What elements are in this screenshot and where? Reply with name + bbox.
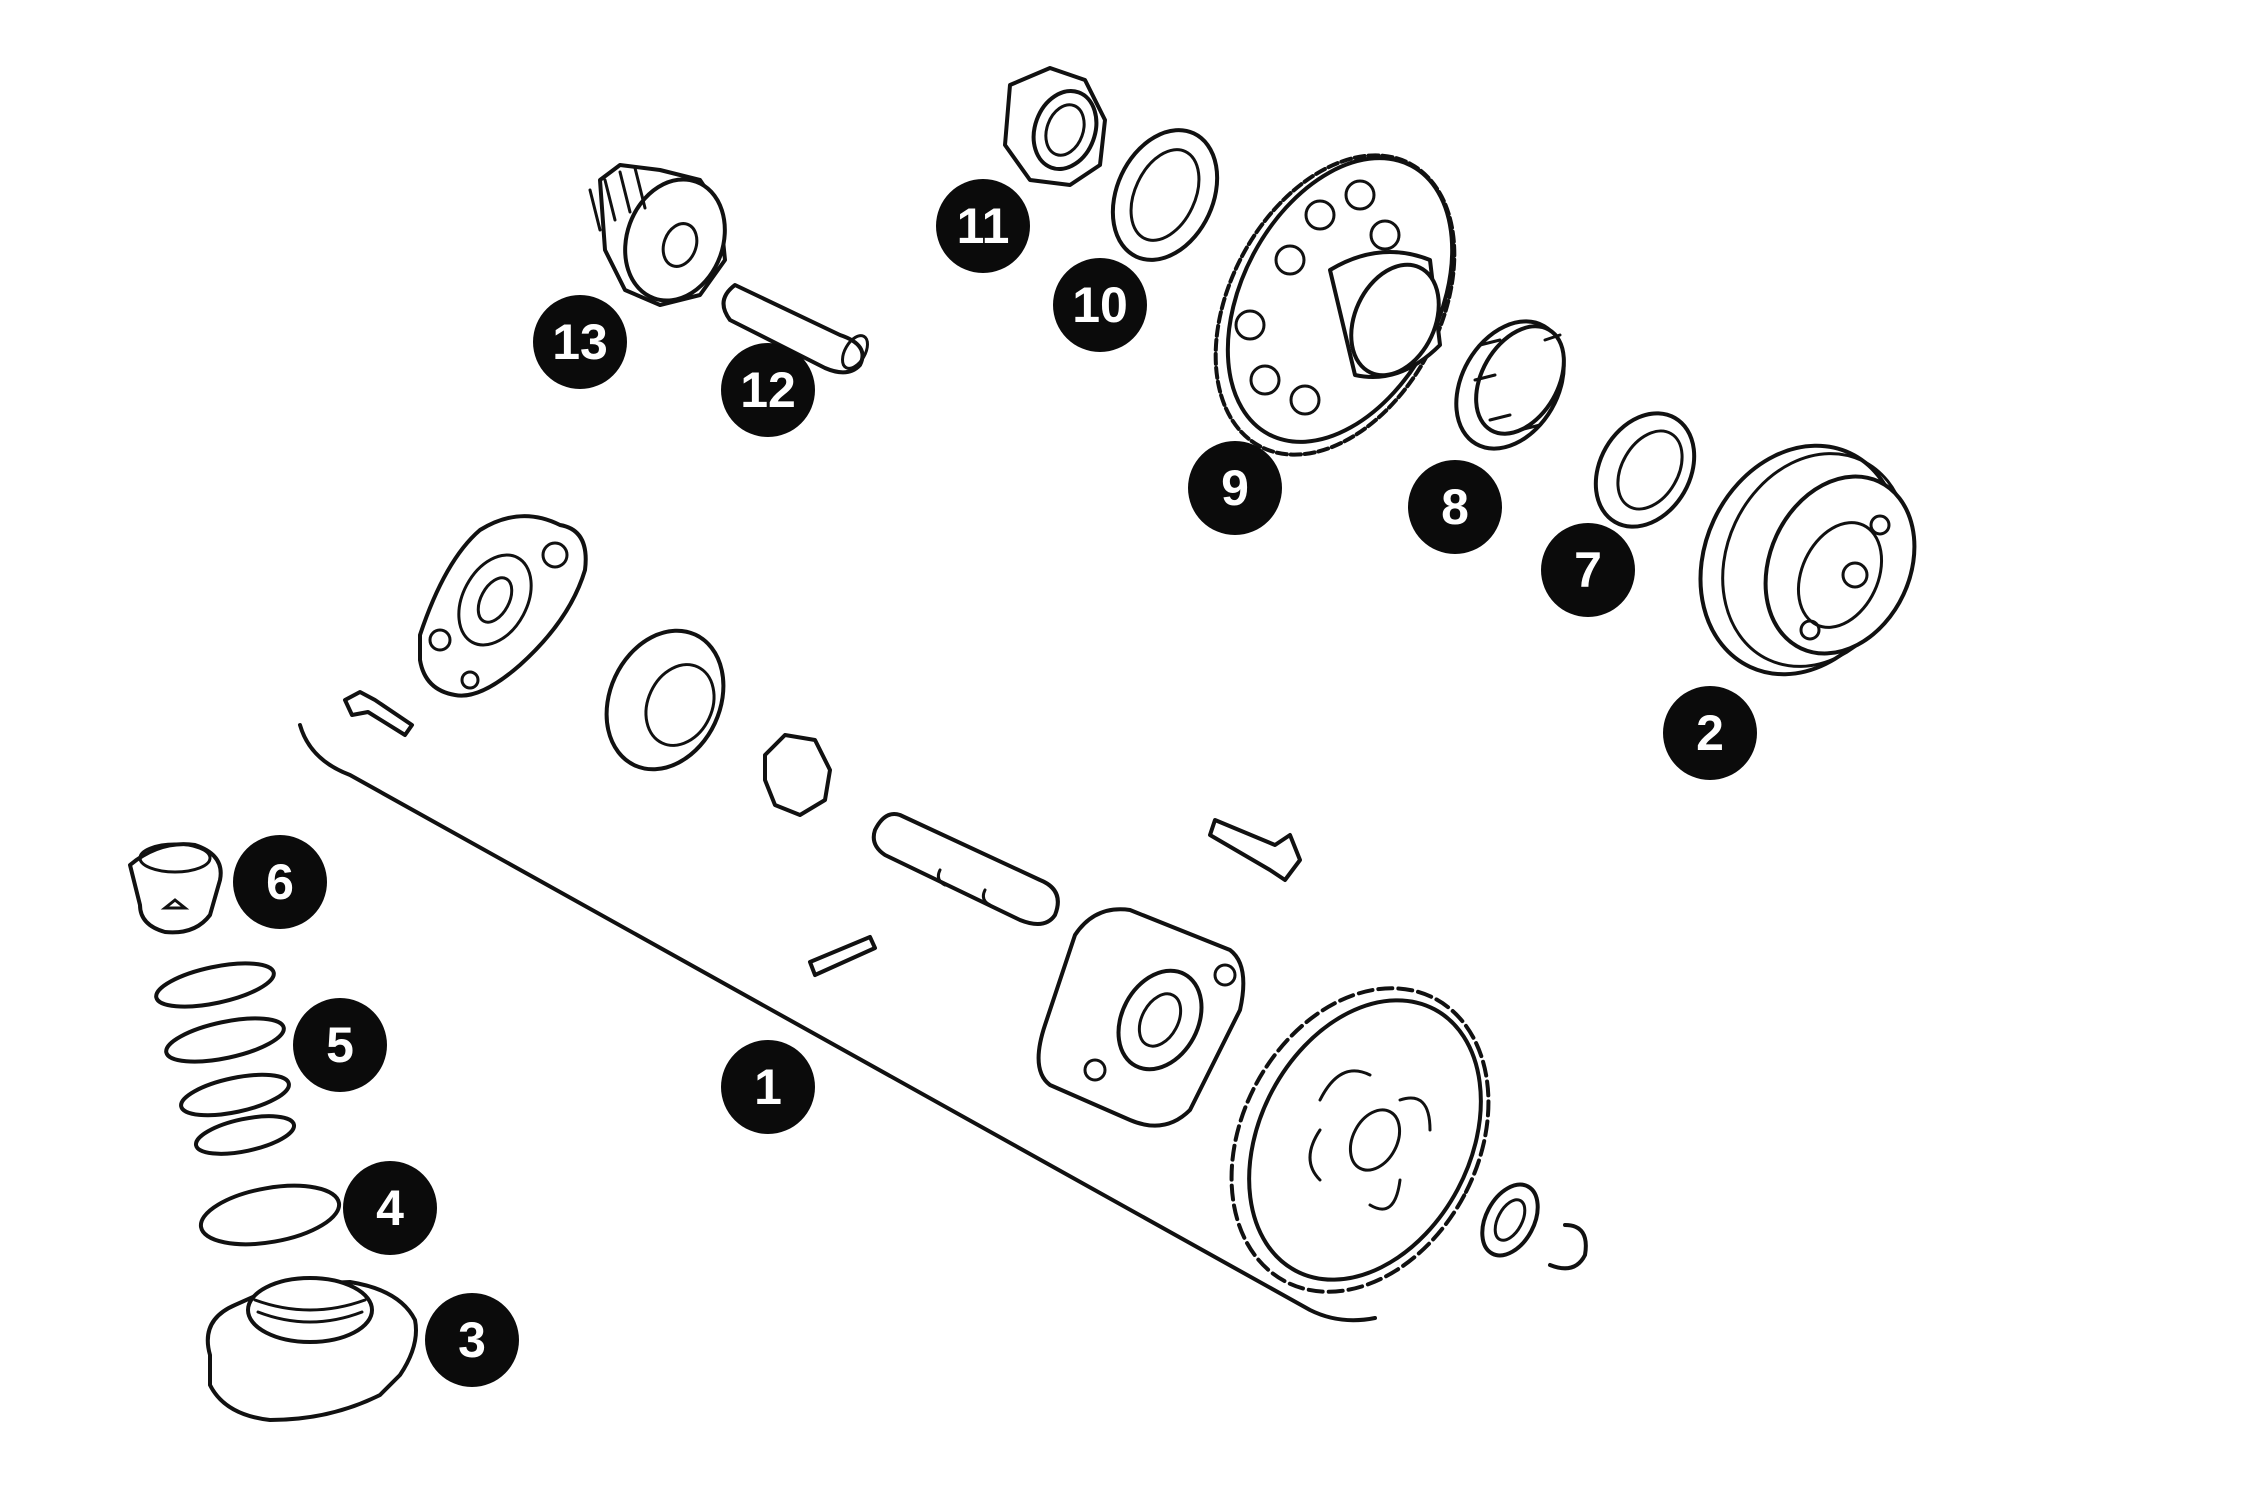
callout-label-1: 1 <box>754 1059 782 1115</box>
part-1-cover-plate <box>418 514 588 698</box>
callout-label-8: 8 <box>1441 479 1469 535</box>
part-1-washer-small <box>1480 1182 1588 1271</box>
part-12-pin <box>721 283 869 375</box>
callout-9: 9 <box>1188 441 1282 535</box>
assembly-line <box>298 723 1377 1323</box>
part-1-cam <box>763 733 832 817</box>
part-11-nut <box>1003 66 1107 187</box>
callout-10: 10 <box>1053 258 1147 352</box>
callout-label-7: 7 <box>1574 542 1602 598</box>
callout-label-11: 11 <box>957 198 1010 254</box>
part-1-shaft <box>871 812 1060 926</box>
callout-label-10: 10 <box>1072 277 1128 333</box>
part-13-ratchet-gear <box>588 163 727 307</box>
part-1-small-pin <box>808 935 877 977</box>
callout-4: 4 <box>343 1161 437 1255</box>
callout-label-13: 13 <box>552 314 608 370</box>
part-1-bolt <box>1208 818 1302 882</box>
callout-7: 7 <box>1541 523 1635 617</box>
part-1-housing <box>1036 907 1246 1128</box>
callout-label-12: 12 <box>740 362 796 418</box>
part-10-washer <box>1110 128 1220 262</box>
part-1-screw <box>343 690 414 737</box>
callout-6: 6 <box>233 835 327 929</box>
part-7-bushing <box>1593 411 1697 529</box>
callout-label-3: 3 <box>458 1312 486 1368</box>
part-1-sprocket <box>1229 986 1491 1294</box>
callout-3: 3 <box>425 1293 519 1387</box>
part-5-spring <box>154 961 297 1156</box>
callout-11: 11 <box>936 179 1030 273</box>
part-2-pulley <box>1698 443 1917 677</box>
callout-5: 5 <box>293 998 387 1092</box>
callout-2: 2 <box>1663 686 1757 780</box>
callout-label-9: 9 <box>1221 460 1249 516</box>
part-6-cap <box>128 842 223 935</box>
part-4-o-ring <box>198 1183 342 1247</box>
callout-label-6: 6 <box>266 854 294 910</box>
part-3-plug <box>205 1276 418 1422</box>
callout-label-4: 4 <box>376 1180 404 1236</box>
callout-label-2: 2 <box>1696 705 1724 761</box>
callout-13: 13 <box>533 295 627 389</box>
callout-1: 1 <box>721 1040 815 1134</box>
callout-12: 12 <box>721 343 815 437</box>
callout-label-5: 5 <box>326 1017 354 1073</box>
part-1-bearing <box>604 628 726 772</box>
part-9-gear <box>1213 153 1457 457</box>
callout-8: 8 <box>1408 460 1502 554</box>
part-8-needle-bearing <box>1454 319 1566 451</box>
